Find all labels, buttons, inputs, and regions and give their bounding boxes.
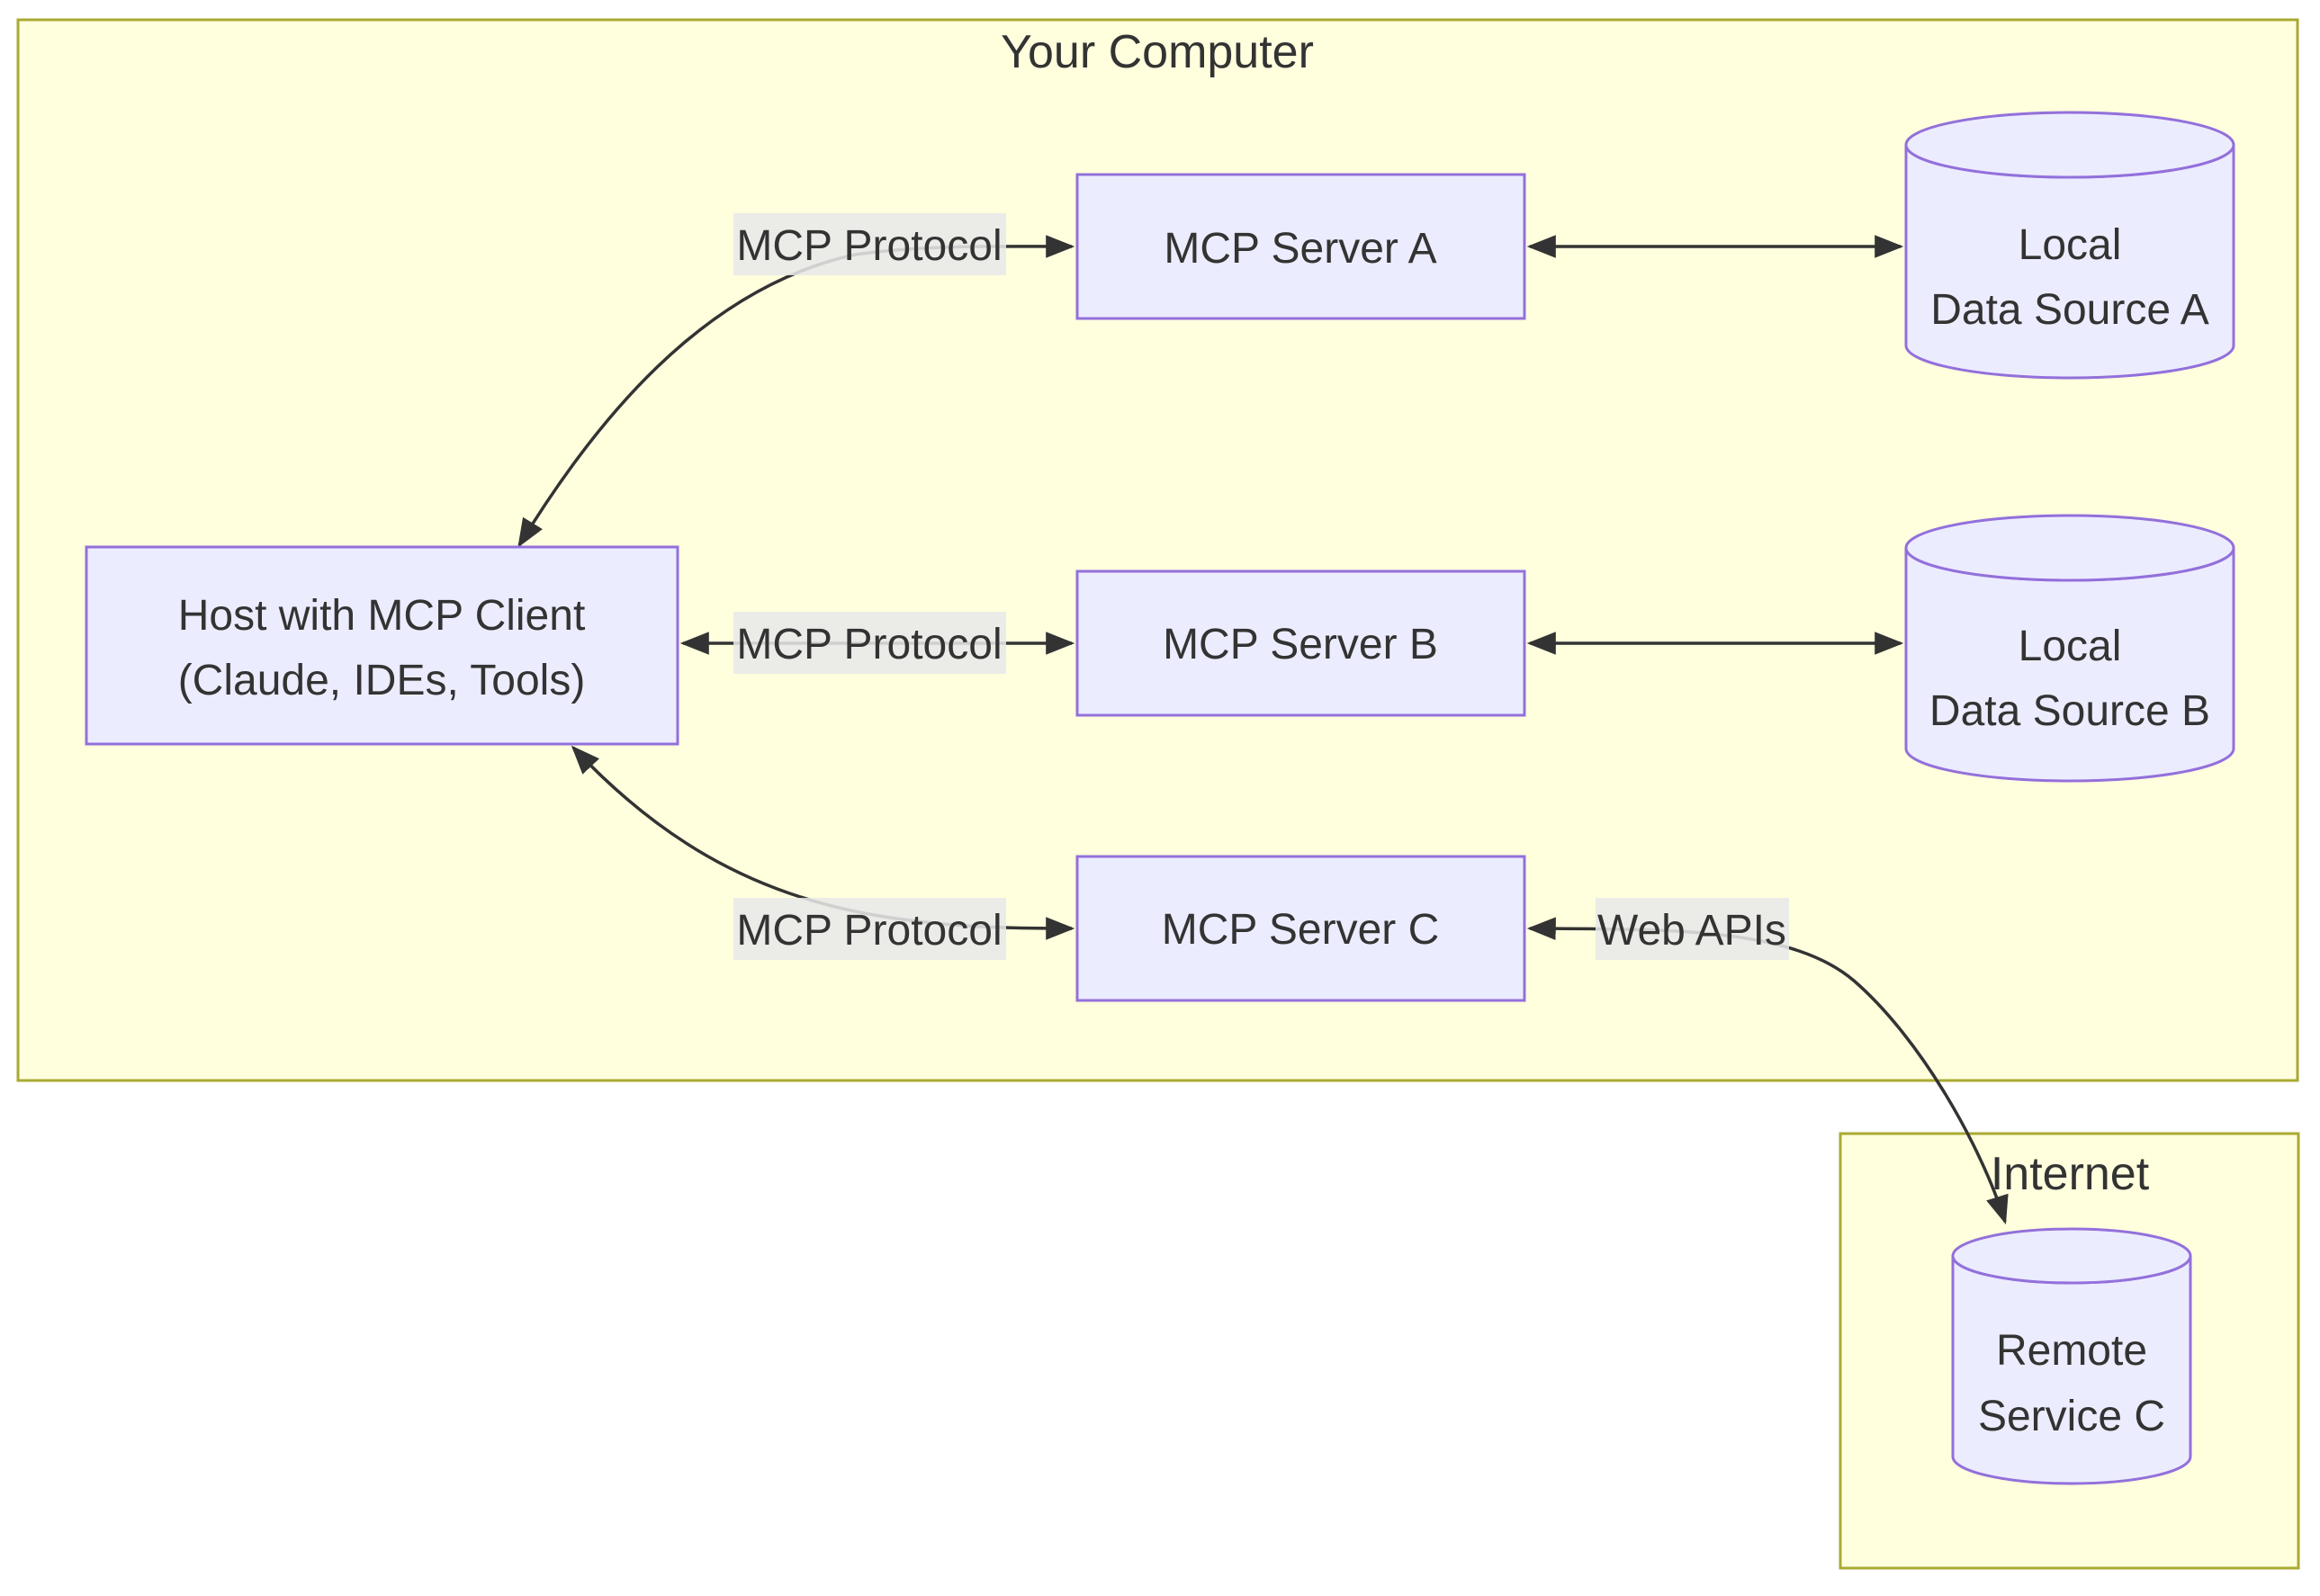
edge-label-mcp-protocol-c: MCP Protocol: [733, 898, 1006, 960]
data-source-a-line1: Local: [2019, 221, 2122, 269]
host-label-line1: Host with MCP Client: [178, 592, 586, 640]
remote-service-c-cylinder: Remote Service C: [1951, 1227, 2192, 1485]
mcp-server-a-node: [1075, 173, 1526, 320]
host-label-line2: (Claude, IDEs, Tools): [178, 657, 586, 704]
mcp-server-b-label: MCP Server B: [1163, 621, 1438, 668]
cylinder-top: [1904, 514, 2235, 582]
edge-label-web-apis: Web APIs: [1596, 898, 1789, 960]
edge-label-bg: [733, 612, 1006, 674]
data-source-a-line2: Data Source A: [1930, 286, 2209, 334]
cylinder-top: [1904, 111, 2235, 179]
remote-service-c-line2: Service C: [1978, 1393, 2165, 1440]
your-computer-title: Your Computer: [1001, 26, 1314, 78]
internet-title: Internet: [1991, 1148, 2150, 1200]
edge-label-text: MCP Protocol: [736, 621, 1002, 668]
edge-label-bg: [1596, 898, 1789, 960]
mcp-server-c-node: [1075, 855, 1526, 1002]
remote-service-c-line1: Remote: [1996, 1327, 2147, 1375]
data-source-b-line1: Local: [2019, 623, 2122, 670]
mcp-server-b-node: [1075, 569, 1526, 717]
edge-label-mcp-protocol-a: MCP Protocol: [733, 213, 1006, 275]
edge-label-text: Web APIs: [1597, 907, 1786, 955]
edge-label-mcp-protocol-b: MCP Protocol: [733, 612, 1006, 674]
edge-label-bg: [733, 898, 1006, 960]
edge-label-text: MCP Protocol: [736, 907, 1002, 955]
data-source-b-cylinder: Local Data Source B: [1904, 514, 2235, 783]
edge-label-bg: [733, 213, 1006, 275]
data-source-b-line2: Data Source B: [1929, 687, 2210, 735]
data-source-a-cylinder: Local Data Source A: [1904, 111, 2235, 380]
host-node: [85, 545, 679, 746]
mcp-server-a-label: MCP Server A: [1164, 225, 1436, 273]
mcp-server-c-label: MCP Server C: [1162, 906, 1440, 954]
cylinder-top: [1951, 1227, 2192, 1285]
edge-label-text: MCP Protocol: [736, 222, 1002, 270]
